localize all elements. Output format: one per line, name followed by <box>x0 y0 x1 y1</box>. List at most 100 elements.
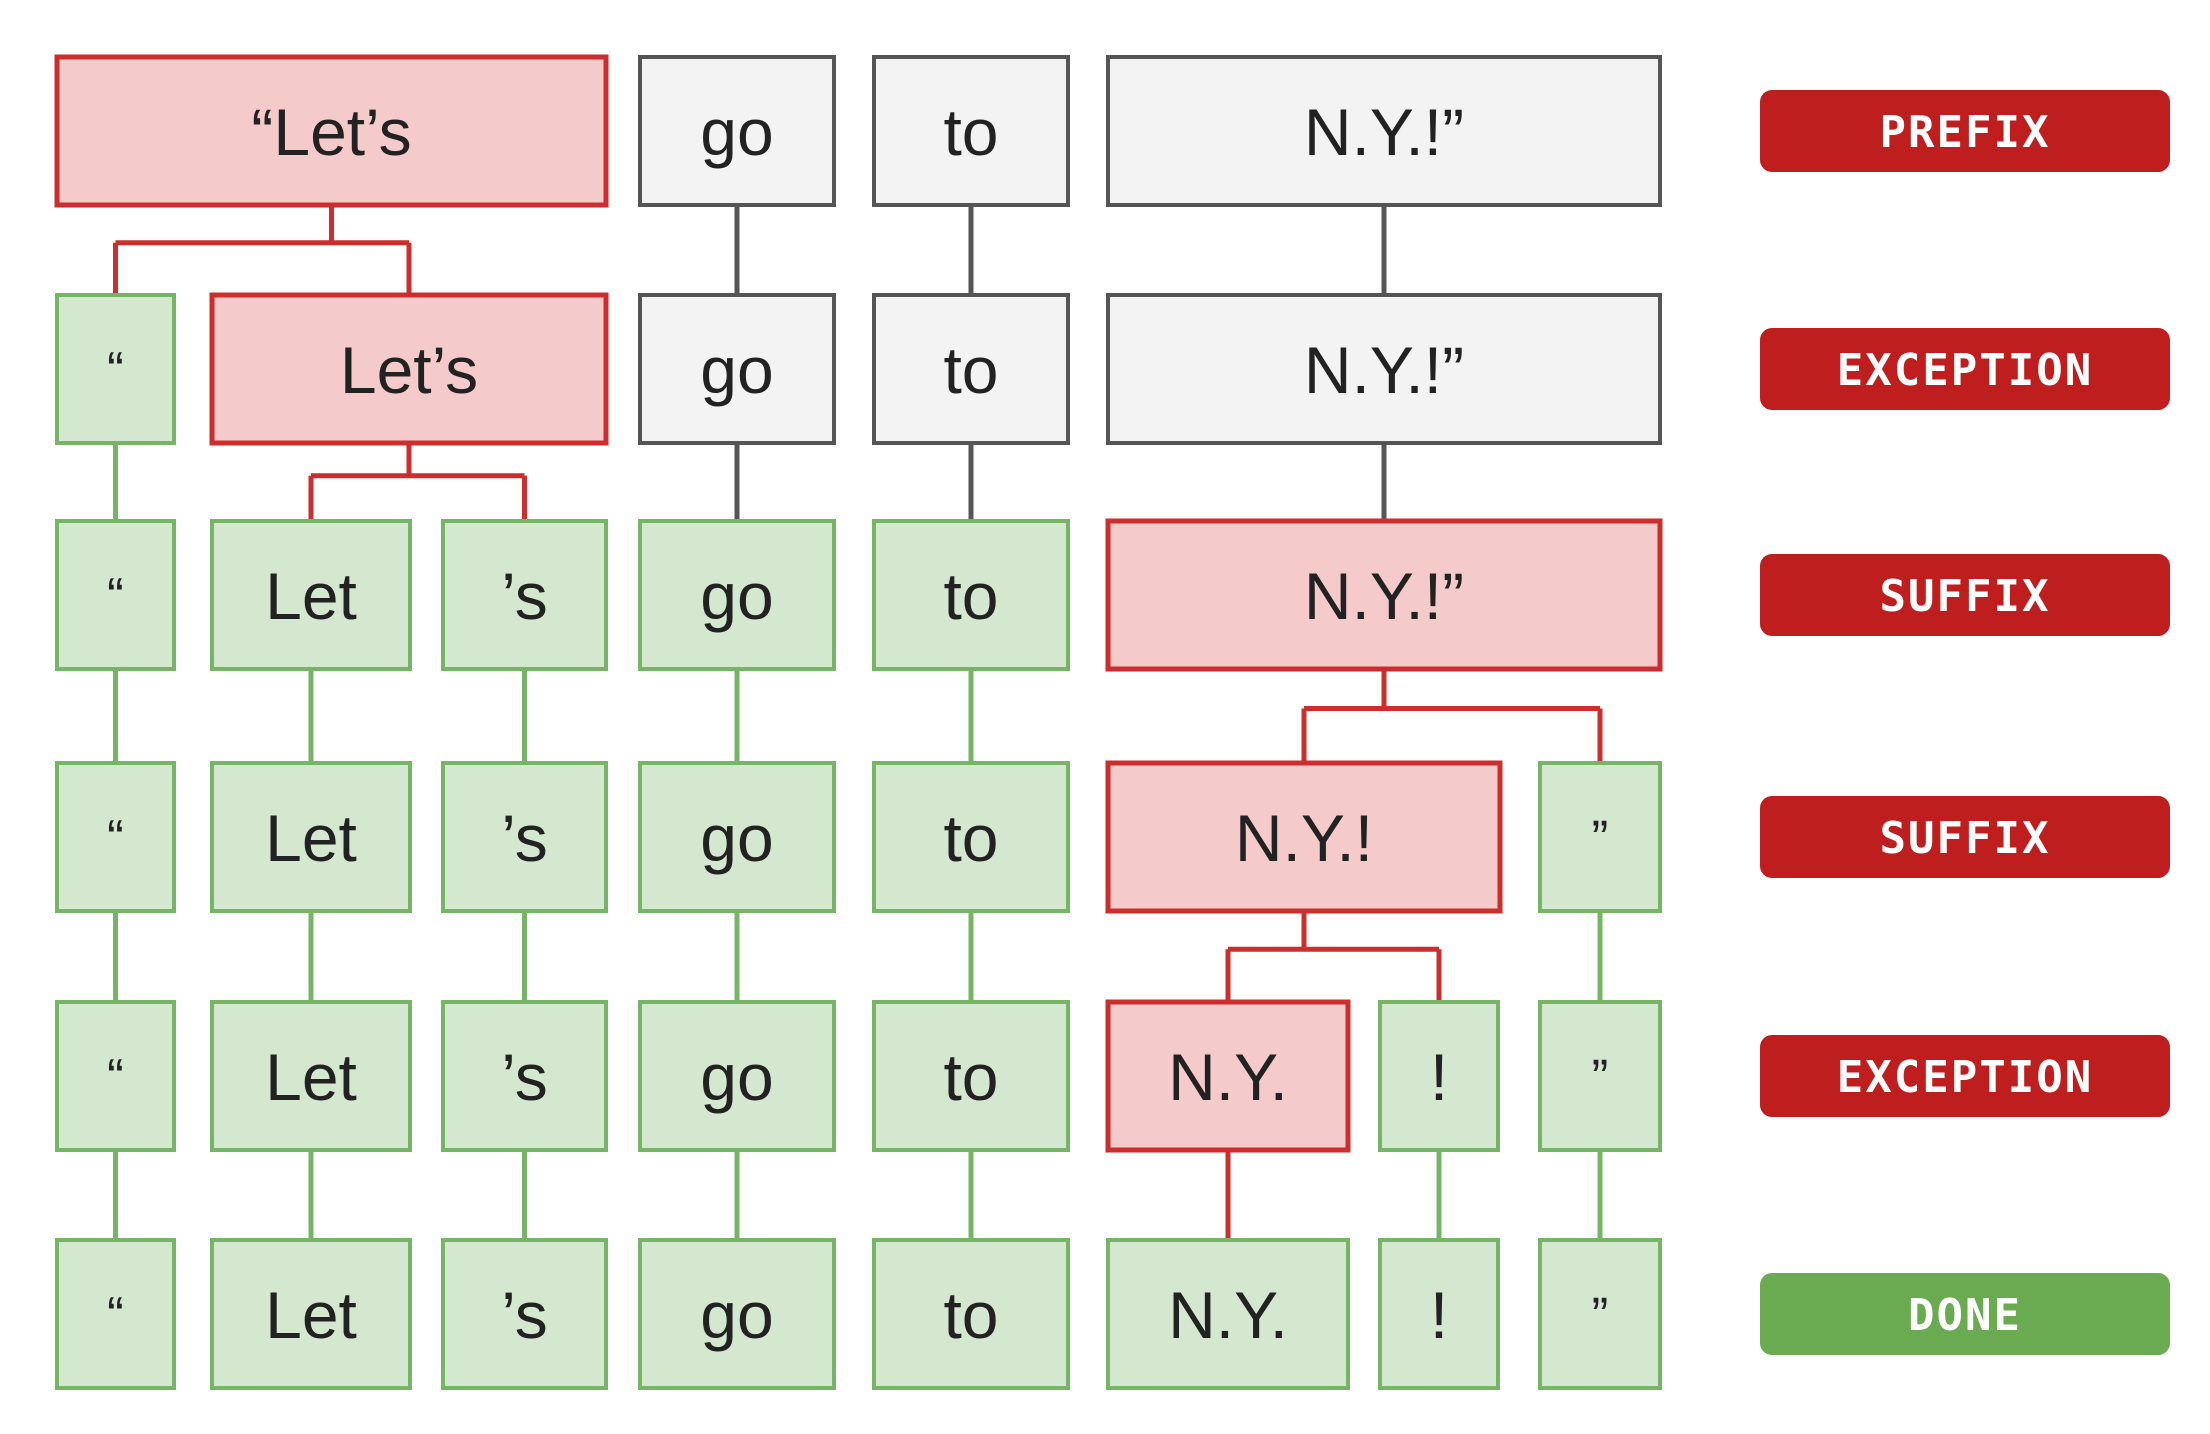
token-text: ! <box>1430 1278 1448 1352</box>
token-rect <box>1106 1238 1350 1390</box>
token-text: “ <box>107 342 124 398</box>
token-rect <box>638 1238 836 1390</box>
token-box: Let <box>210 761 412 913</box>
token-rect <box>872 1238 1070 1390</box>
badge-label: SUFFIX <box>1880 571 2051 622</box>
token-text: N.Y.! <box>1235 801 1373 875</box>
token-text: N.Y.!” <box>1304 333 1464 407</box>
token-box: ” <box>1538 1238 1662 1390</box>
token-rect <box>872 519 1070 671</box>
token-rect <box>638 293 836 445</box>
token-rect <box>638 761 836 913</box>
token-box: go <box>638 761 836 913</box>
token-text: Let <box>265 801 357 875</box>
token-text: “ <box>107 810 124 866</box>
token-text: go <box>700 559 773 633</box>
badge-rect <box>1760 796 2170 878</box>
token-rect <box>872 293 1070 445</box>
token-rect <box>1105 760 1503 914</box>
token-box: “ <box>55 293 176 445</box>
token-rect <box>55 519 176 671</box>
token-text: “ <box>107 568 124 624</box>
token-text: ” <box>1592 1049 1609 1105</box>
token-box: Let <box>210 1000 412 1152</box>
token-rect <box>1538 761 1662 913</box>
token-rect <box>872 55 1070 207</box>
step-badge: EXCEPTION <box>1760 328 2170 410</box>
token-text: ” <box>1592 810 1609 866</box>
token-rect <box>1378 1238 1500 1390</box>
badge-label: EXCEPTION <box>1837 345 2093 396</box>
token-rect <box>55 1238 176 1390</box>
token-text: go <box>700 1278 773 1352</box>
token-box: N.Y. <box>1106 1238 1350 1390</box>
token-text: Let’s <box>340 333 478 407</box>
token-rect <box>872 1000 1070 1152</box>
step-badge: DONE <box>1760 1273 2170 1355</box>
token-text: go <box>700 801 773 875</box>
token-text: “Let’s <box>251 95 411 169</box>
token-rect <box>1378 1000 1500 1152</box>
badge-rect <box>1760 90 2170 172</box>
token-box: “ <box>55 519 176 671</box>
token-text: ” <box>1592 1287 1609 1343</box>
token-text: ! <box>1430 1040 1448 1114</box>
token-box: ” <box>1538 761 1662 913</box>
token-box: go <box>638 293 836 445</box>
token-box: Let <box>210 1238 412 1390</box>
token-box: go <box>638 1238 836 1390</box>
token-box: “Let’s <box>54 54 609 208</box>
token-rect <box>1538 1000 1662 1152</box>
token-rect <box>210 519 412 671</box>
token-rect <box>638 1000 836 1152</box>
token-rect <box>210 761 412 913</box>
token-rect <box>54 54 609 208</box>
token-box: to <box>872 293 1070 445</box>
badge-label: SUFFIX <box>1880 813 2051 864</box>
token-box: to <box>872 1000 1070 1152</box>
badge-label: PREFIX <box>1880 107 2051 158</box>
badge-rect <box>1760 1035 2170 1117</box>
token-box: ! <box>1378 1000 1500 1152</box>
token-rect <box>441 1238 608 1390</box>
token-rect <box>55 761 176 913</box>
step-badge: SUFFIX <box>1760 554 2170 636</box>
badge-rect <box>1760 328 2170 410</box>
token-text: “ <box>107 1287 124 1343</box>
token-box: “ <box>55 1000 176 1152</box>
token-box: N.Y.!” <box>1106 293 1662 445</box>
token-rect <box>210 1238 412 1390</box>
token-text: ’s <box>501 559 547 633</box>
token-box: to <box>872 1238 1070 1390</box>
step-badge: PREFIX <box>1760 90 2170 172</box>
token-rect <box>1106 293 1662 445</box>
token-rect <box>1106 55 1662 207</box>
token-box: N.Y.! <box>1105 760 1503 914</box>
badge-label: DONE <box>1908 1290 2022 1341</box>
token-rect <box>1105 999 1351 1153</box>
token-rect <box>210 1000 412 1152</box>
token-box: to <box>872 519 1070 671</box>
token-box: ’s <box>441 519 608 671</box>
token-text: to <box>943 559 998 633</box>
token-rect <box>441 761 608 913</box>
token-box: Let’s <box>209 292 609 446</box>
token-text: go <box>700 1040 773 1114</box>
token-rect <box>1538 1238 1662 1390</box>
badge-label: EXCEPTION <box>1837 1052 2093 1103</box>
token-text: to <box>943 95 998 169</box>
token-rect <box>55 1000 176 1152</box>
token-text: ’s <box>501 801 547 875</box>
token-box: to <box>872 55 1070 207</box>
token-rect <box>638 519 836 671</box>
connector-lines <box>113 205 1603 1240</box>
token-text: “ <box>107 1049 124 1105</box>
token-text: Let <box>265 559 357 633</box>
token-box: go <box>638 519 836 671</box>
token-box: N.Y.!” <box>1106 55 1662 207</box>
token-box: “ <box>55 761 176 913</box>
token-text: ’s <box>501 1040 547 1114</box>
token-box: ” <box>1538 1000 1662 1152</box>
badge-rect <box>1760 1273 2170 1355</box>
